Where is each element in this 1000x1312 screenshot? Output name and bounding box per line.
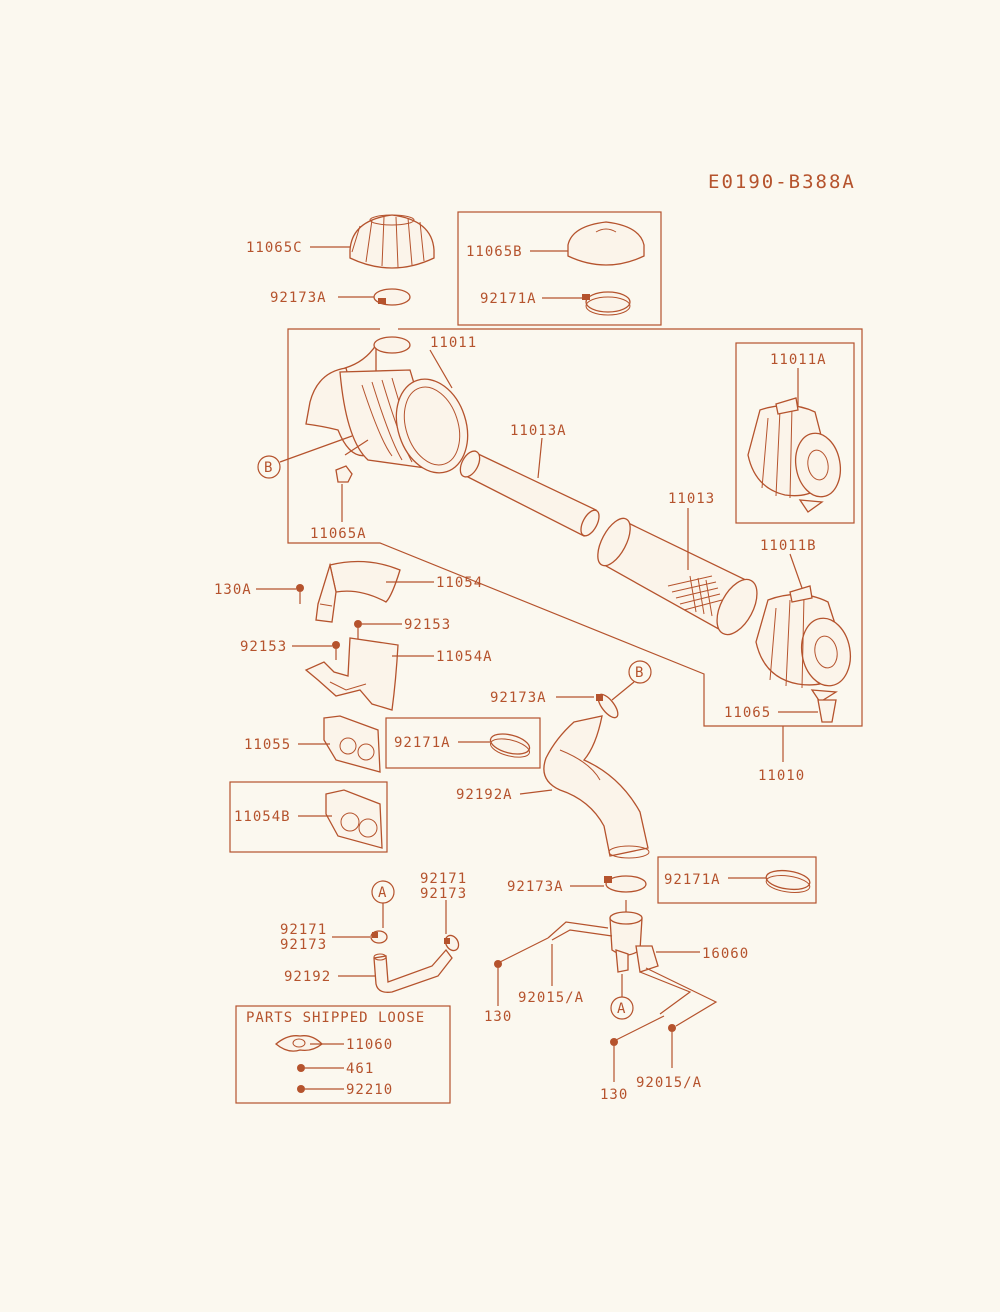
label-130a: 130A [214, 582, 252, 598]
cap-11065c-part [349, 214, 435, 269]
air-cleaner-11011-part [305, 336, 469, 474]
bolt-130a-part [296, 584, 304, 604]
clamp-92171a-low-part [765, 869, 811, 893]
label-92210: 92210 [346, 1082, 393, 1098]
label-11065b: 11065B [466, 244, 523, 260]
cap-11065b-part [567, 221, 645, 266]
marker-b-right-text: B [635, 665, 644, 681]
group-box-92171a-mid [385, 717, 541, 769]
leader-11065a-b [344, 439, 369, 456]
label-92015a-left: 92015/A [518, 990, 584, 1006]
bolt-92153-right-part [354, 620, 362, 640]
marker-a-left-text: A [378, 885, 387, 901]
label-11060: 11060 [346, 1037, 393, 1053]
assembly-bracket-11010 [287, 328, 863, 727]
leader-11013a [537, 437, 543, 479]
loose-box-title: PARTS SHIPPED LOOSE [246, 1010, 425, 1026]
diagram-code: E0190-B388A [708, 171, 856, 193]
label-92171a-low: 92171A [664, 872, 721, 888]
leader-b-right [611, 681, 635, 701]
washer-461-part [297, 1064, 305, 1072]
label-11013: 11013 [668, 491, 715, 507]
marker-b-right [628, 660, 652, 684]
bracket-11054-part [315, 560, 401, 623]
clamp-92171-left-part [370, 930, 388, 944]
bracket-11054a-part [304, 637, 399, 711]
clamp-92173a-top-part [373, 288, 411, 306]
bolt-130-bottom-part [610, 1015, 676, 1046]
label-11011a: 11011A [770, 352, 827, 368]
hose-92192-part [373, 948, 453, 993]
label-92192a: 92192A [456, 787, 513, 803]
clamp-92171-right-part [444, 934, 460, 952]
bolt-92153-left-part [332, 641, 340, 660]
leader-stud-left-b [547, 921, 609, 939]
hose-92192a-part [543, 715, 650, 859]
leader-stud-bottom [639, 971, 692, 1015]
label-11054a: 11054A [436, 649, 493, 665]
label-11010: 11010 [758, 768, 805, 784]
label-92192: 92192 [284, 969, 331, 985]
marker-b-left-text: B [264, 460, 273, 476]
label-92173a-mid: 92173A [490, 690, 547, 706]
label-11055: 11055 [244, 737, 291, 753]
outer-element-11013-part [597, 517, 758, 636]
cover-11011b-part [755, 585, 852, 703]
leader-stud-left [551, 929, 613, 941]
inner-element-11013a-part [459, 450, 600, 537]
clamp-92173a-mid-part [596, 693, 619, 719]
label-11011: 11011 [430, 335, 477, 351]
label-92153-right: 92153 [404, 617, 451, 633]
label-11013a: 11013A [510, 423, 567, 439]
label-92171a-top: 92171A [480, 291, 537, 307]
gasket-11054b-part [325, 789, 383, 849]
group-box-11011a [735, 342, 855, 524]
label-92173-left: 92173 [280, 937, 327, 953]
label-461: 461 [346, 1061, 374, 1077]
leader-92192a [519, 789, 553, 795]
label-92173-right: 92173 [420, 886, 467, 902]
label-11054: 11054 [436, 575, 483, 591]
label-11054b: 11054B [234, 809, 291, 825]
clamp-92171a-mid-part [489, 733, 531, 758]
label-92015a-bottom: 92015/A [636, 1075, 702, 1091]
group-box-92171a-low [657, 856, 817, 904]
loose-parts-box [235, 1005, 451, 1104]
leader-b-left [279, 435, 353, 463]
label-16060: 16060 [702, 946, 749, 962]
label-11065a: 11065A [310, 526, 367, 542]
leader-11011b [789, 553, 803, 589]
label-92173a-low: 92173A [507, 879, 564, 895]
leader-11011 [429, 349, 453, 389]
valve-11065-part [817, 699, 837, 723]
gasket-11055-part [323, 715, 381, 773]
valve-16060-part [609, 911, 659, 973]
label-11011b: 11011B [760, 538, 817, 554]
label-92171a-mid: 92171A [394, 735, 451, 751]
label-11065: 11065 [724, 705, 771, 721]
group-box-11065b [457, 211, 662, 326]
bolt-130-left-part [494, 937, 549, 968]
cover-11011a-part [747, 397, 842, 513]
group-box-11054b [229, 781, 388, 853]
label-92173a-top: 92173A [270, 290, 327, 306]
label-11065c: 11065C [246, 240, 303, 256]
clamp-92173a-low-part [604, 875, 647, 893]
nut-92210-part [297, 1085, 305, 1093]
marker-a-bottom-text: A [617, 1001, 626, 1017]
label-130-left: 130 [484, 1009, 512, 1025]
label-92171-left: 92171 [280, 922, 327, 938]
leader-stud-bottom-b [645, 967, 718, 1027]
clamp-92171a-top-part [582, 291, 631, 316]
label-130-bottom: 130 [600, 1087, 628, 1103]
nut-11065a-part [335, 465, 353, 483]
label-92171-right: 92171 [420, 871, 467, 887]
marker-b-left [257, 455, 281, 479]
label-92153-left: 92153 [240, 639, 287, 655]
